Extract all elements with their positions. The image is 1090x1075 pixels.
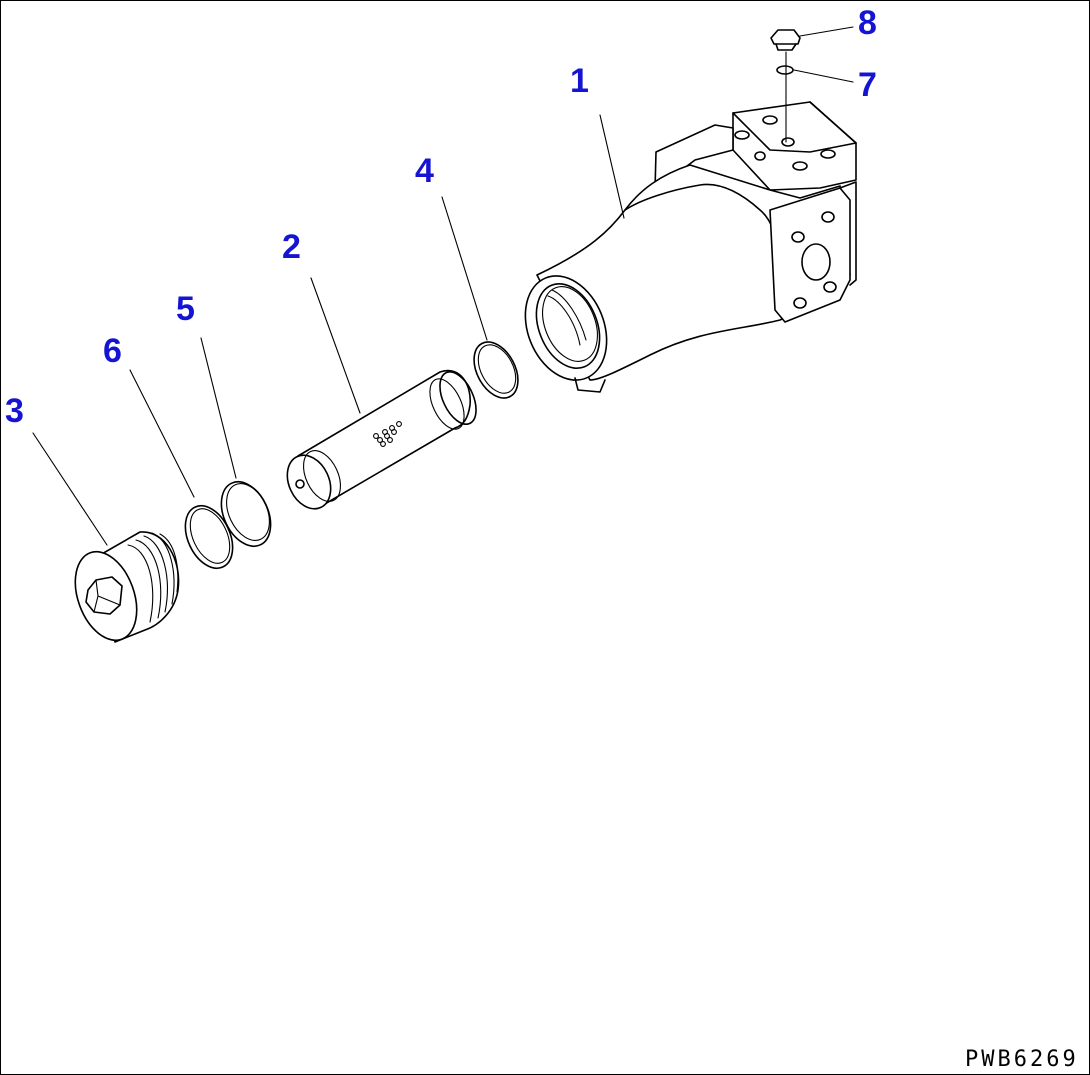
part-2-pin [286,369,477,510]
callout-1: 1 [570,62,589,100]
callout-8: 8 [858,4,877,42]
callout-3: 3 [5,392,24,430]
leader-lines [32,26,854,546]
callout-6: 6 [103,332,122,370]
part-6-ring [184,505,234,569]
part-4-ring [473,341,519,399]
callout-5: 5 [176,290,195,328]
part-3-threaded-plug [74,531,180,643]
callout-7: 7 [858,66,877,104]
drawing-code: PWB6269 [965,1047,1079,1072]
callout-2: 2 [282,228,301,266]
part-7-washer [776,65,794,75]
part-1-housing [524,101,857,393]
callout-4: 4 [415,152,434,190]
part-8-plug [770,29,801,51]
part-5-ring [220,481,272,547]
